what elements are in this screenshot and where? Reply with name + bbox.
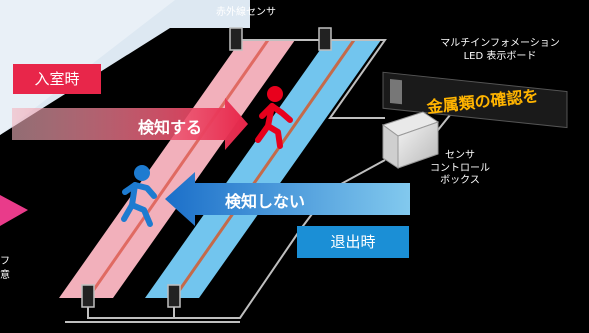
entering-beam [86, 39, 270, 299]
led-board [382, 71, 568, 129]
detected-person-icon [255, 86, 293, 149]
control-box-label-line1: センサ [445, 150, 475, 161]
not-detect-arrow [165, 172, 410, 226]
detect-arrow [12, 98, 248, 150]
entering-tag: 入室時 [13, 64, 101, 94]
partial-text-2: 意 [0, 270, 10, 281]
partial-text-1: フ [0, 256, 10, 267]
ir-sensor-top-right [318, 27, 332, 51]
detect-label: 検知する [137, 118, 202, 137]
led-board-label-line1: マルチインフォメーション [440, 38, 560, 49]
led-board-label: マルチインフォメーション LED 表示ボード [420, 38, 580, 63]
control-box-label: センサ コントロール ボックス [425, 150, 495, 188]
control-box [381, 111, 440, 169]
left-arrow-partial [0, 195, 28, 226]
not-detect-label: 検知しない [224, 192, 305, 211]
ir-sensor-label: 赤外線センサ [216, 7, 276, 18]
control-box-label-line3: ボックス [440, 175, 480, 186]
exiting-beam [172, 39, 356, 299]
ir-sensor-bottom-right [167, 284, 181, 308]
control-box-label-line2: コントロール [430, 162, 490, 174]
undetected-person-icon [121, 165, 157, 227]
led-board-label-line2: LED 表示ボード [463, 50, 537, 62]
ir-sensor-top-left [229, 27, 243, 51]
exiting-tag: 退出時 [297, 226, 409, 258]
ir-sensor-bottom-left [81, 284, 95, 308]
